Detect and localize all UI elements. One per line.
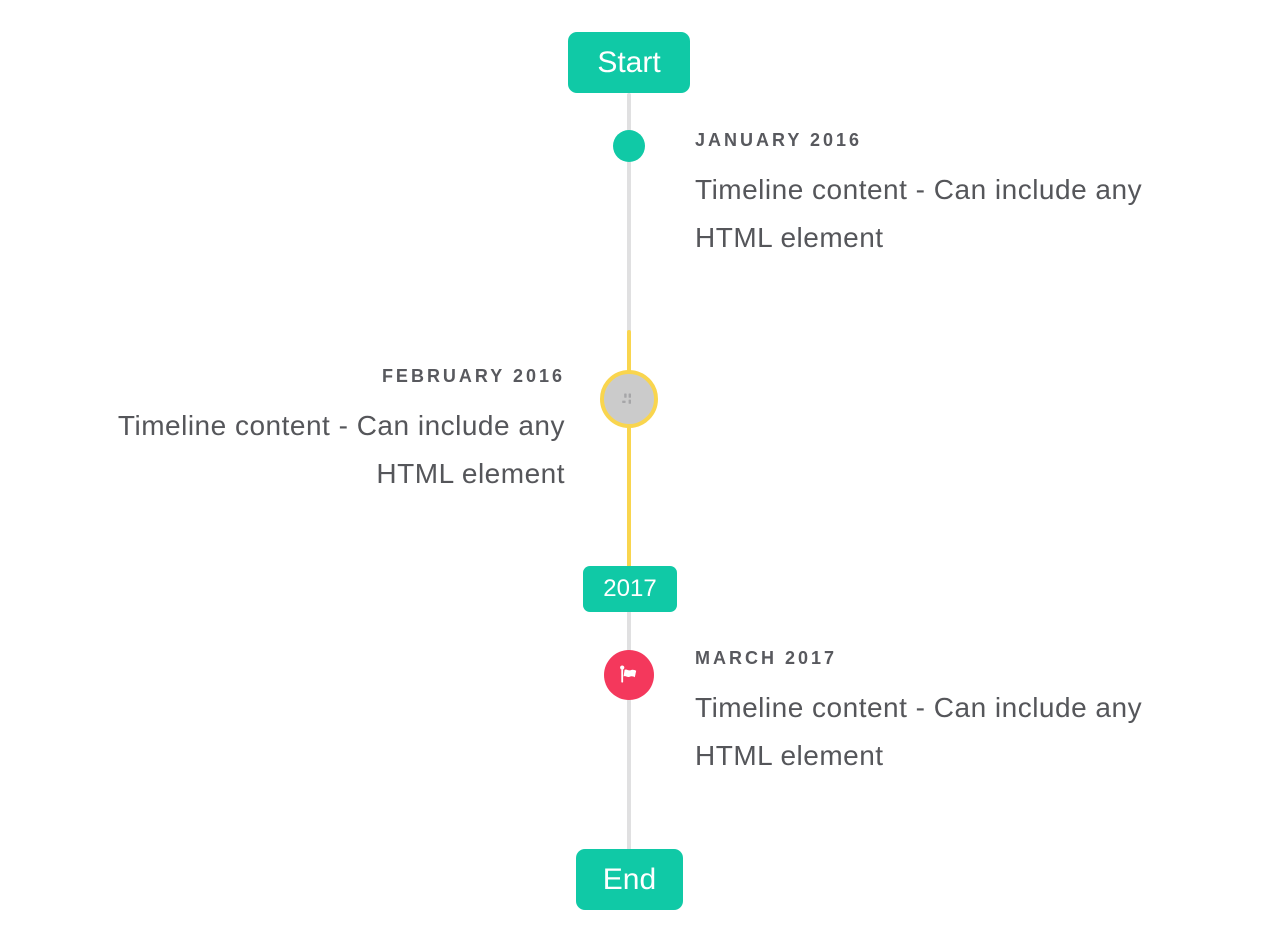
timeline-line-segment-highlighted — [627, 330, 631, 568]
timeline-line-segment-bottom — [627, 611, 631, 851]
timeline-event-january: JANUARY 2016 Timeline content - Can incl… — [695, 129, 1225, 262]
event-content: Timeline content - Can include any HTML … — [695, 692, 1143, 771]
timeline-line-segment-top — [627, 93, 631, 332]
timeline-marker-march[interactable] — [604, 650, 654, 700]
event-date: MARCH 2017 — [695, 648, 838, 668]
event-content: Timeline content - Can include any HTML … — [695, 174, 1143, 253]
flag-icon — [617, 663, 641, 687]
event-date: FEBRUARY 2016 — [381, 366, 565, 386]
event-content: Timeline content - Can include any HTML … — [117, 410, 565, 489]
event-date: JANUARY 2016 — [695, 130, 863, 150]
timeline-event-march: MARCH 2017 Timeline content - Can includ… — [695, 647, 1225, 780]
timeline-marker-january[interactable] — [613, 130, 645, 162]
timeline-start-badge: Start — [568, 32, 690, 93]
timeline-year-badge: 2017 — [583, 566, 677, 612]
timeline-marker-february-selected[interactable] — [600, 370, 658, 428]
timeline-end-badge: End — [576, 849, 683, 910]
timeline-event-february: FEBRUARY 2016 Timeline content - Can inc… — [35, 365, 565, 498]
broken-image-icon — [620, 392, 638, 407]
